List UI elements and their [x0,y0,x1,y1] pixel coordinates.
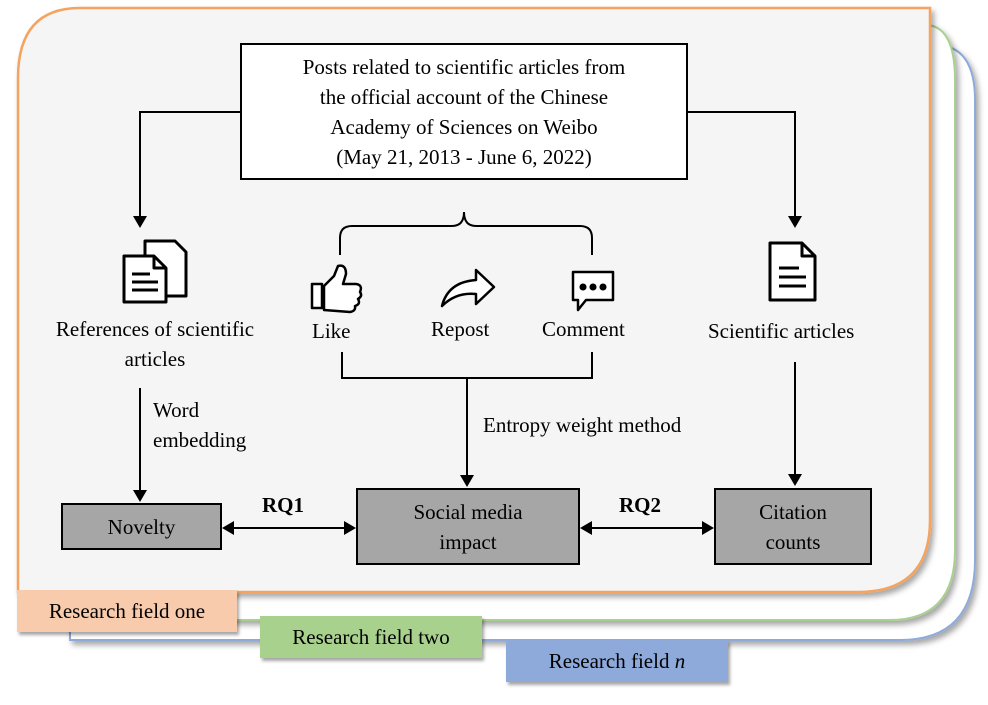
tab-research-field-one: Research field one [17,590,237,632]
arrow-to-references [139,111,240,218]
social-media-impact-box: Social media impact [356,488,580,565]
metrics-brace [339,211,593,255]
thumbs-up-icon [310,264,363,314]
source-line-2: the official account of the Chinese [319,84,609,109]
entropy-weight-label: Entropy weight method [483,413,682,437]
rq2-label: RQ2 [619,493,661,517]
references-label: References of scientific articles [55,317,255,371]
novelty-box: Novelty [61,503,222,550]
share-arrow-icon [440,268,496,308]
comment-bubble-icon [571,270,615,312]
repost-label: Repost [431,317,490,341]
like-label: Like [312,319,351,343]
word-embedding-label: Word embedding [153,398,247,452]
comment-label: Comment [542,317,625,341]
tab-research-field-two: Research field two [260,616,482,658]
arrowheads [133,216,802,535]
arrow-to-articles [688,111,796,218]
citation-counts-box: Citation counts [714,488,872,565]
documents-icon [122,239,188,304]
source-posts-box: Posts related to scientific articles fro… [240,43,688,180]
source-line-1: Posts related to scientific articles fro… [302,54,626,79]
scientific-articles-label: Scientific articles [708,319,855,343]
source-line-3: Academy of Sciences on Weibo [330,114,598,139]
source-line-4: (May 21, 2013 - June 6, 2022) [336,144,592,169]
document-icon [768,241,817,302]
tab-research-field-n: Research field n [506,640,728,682]
rq1-label: RQ1 [262,493,304,517]
connectors [139,111,796,529]
